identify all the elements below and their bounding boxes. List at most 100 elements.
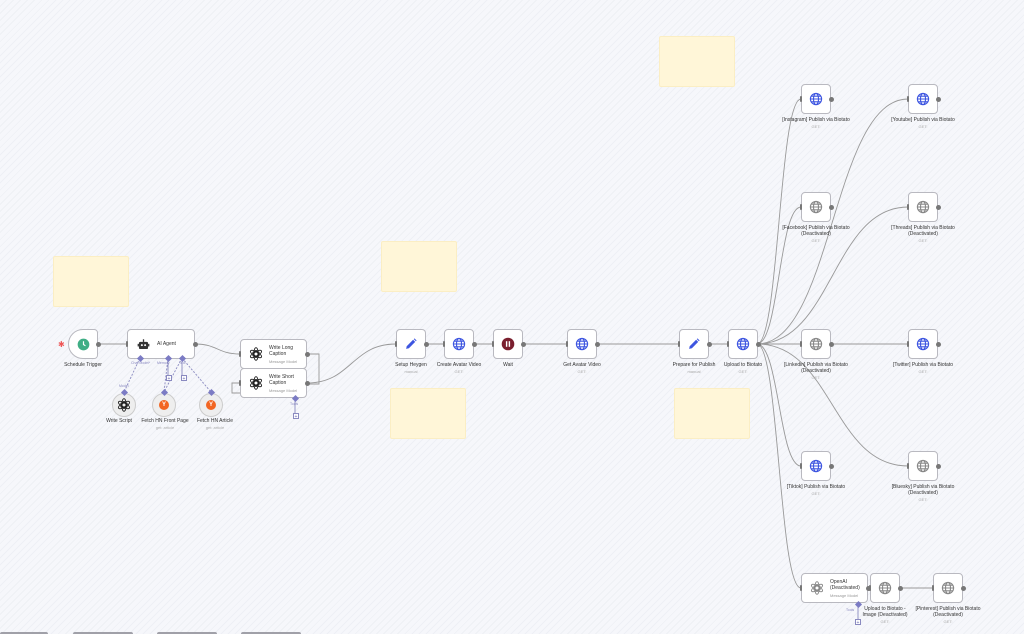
bottom-tab[interactable] <box>0 632 48 634</box>
node-create[interactable] <box>444 329 474 359</box>
connection <box>756 98 802 345</box>
output-handle[interactable] <box>706 341 712 347</box>
connection <box>163 357 183 393</box>
node-title: Wait <box>503 362 513 368</box>
add-node-button[interactable]: + <box>181 375 187 382</box>
node-title: Get Avatar Video <box>563 362 601 368</box>
input-handle[interactable] <box>443 341 445 347</box>
node-title: Prepare for Publish <box>672 362 716 368</box>
output-handle[interactable] <box>935 463 941 469</box>
input-handle[interactable] <box>869 585 871 591</box>
output-handle[interactable] <box>960 585 966 591</box>
node-youtube[interactable] <box>908 84 938 114</box>
input-handle[interactable] <box>907 96 909 102</box>
connection <box>123 357 141 393</box>
node-title: [Instagram] Publish via Biotato <box>782 117 850 123</box>
node-bluesky[interactable] <box>908 451 938 481</box>
input-handle[interactable] <box>907 463 909 469</box>
node-heygen[interactable] <box>396 329 426 359</box>
node-uploadimg[interactable] <box>870 573 900 603</box>
node-twitter[interactable] <box>908 329 938 359</box>
port-label: Tool <box>179 361 186 365</box>
node-openai[interactable]: OpenAI (Deactivated)Message Model <box>801 573 868 603</box>
output-handle[interactable] <box>520 341 526 347</box>
node-threads[interactable] <box>908 192 938 222</box>
node-prepare[interactable] <box>679 329 709 359</box>
output-handle[interactable] <box>828 341 834 347</box>
node-label: [Pinterest] Publish via Biotato (Deactiv… <box>913 606 983 625</box>
input-handle[interactable] <box>492 341 494 347</box>
output-handle[interactable] <box>935 204 941 210</box>
input-handle[interactable] <box>239 380 241 386</box>
output-handle[interactable] <box>897 585 903 591</box>
output-handle[interactable] <box>755 341 761 347</box>
output-handle[interactable] <box>471 341 477 347</box>
add-node-button[interactable]: + <box>855 619 861 626</box>
input-handle[interactable] <box>907 204 909 210</box>
sticky-note[interactable] <box>390 388 466 439</box>
node-instagram[interactable] <box>801 84 831 114</box>
node-get[interactable] <box>567 329 597 359</box>
input-handle[interactable] <box>126 341 128 347</box>
node-linkedin[interactable] <box>801 329 831 359</box>
globe-icon <box>878 581 893 596</box>
node-hnfront[interactable]: Y <box>152 393 176 417</box>
node-upload[interactable] <box>728 329 758 359</box>
node-hnarticle[interactable]: Y <box>199 393 223 417</box>
node-subtitle: GET: <box>738 369 748 374</box>
output-handle[interactable] <box>423 341 429 347</box>
node-facebook[interactable] <box>801 192 831 222</box>
output-handle[interactable] <box>594 341 600 347</box>
input-handle[interactable] <box>800 341 802 347</box>
input-handle[interactable] <box>566 341 568 347</box>
bottom-tab[interactable] <box>241 632 301 634</box>
output-handle[interactable] <box>828 463 834 469</box>
node-subtitle: Message Model <box>830 592 859 598</box>
pause-icon <box>501 337 516 352</box>
input-handle[interactable] <box>727 341 729 347</box>
openai-icon <box>810 581 824 596</box>
input-handle[interactable] <box>800 463 802 469</box>
input-handle[interactable] <box>800 204 802 210</box>
output-handle[interactable] <box>865 585 871 591</box>
sticky-note[interactable] <box>674 388 750 439</box>
input-handle[interactable] <box>800 96 802 102</box>
output-handle[interactable] <box>828 204 834 210</box>
output-handle[interactable] <box>828 96 834 102</box>
bottom-tab[interactable] <box>73 632 133 634</box>
node-label: [Threads] Publish via Biotato (Deactivat… <box>888 225 958 244</box>
input-handle[interactable] <box>800 585 802 591</box>
bottom-tab[interactable] <box>157 632 217 634</box>
input-handle[interactable] <box>678 341 680 347</box>
input-handle[interactable] <box>395 341 397 347</box>
output-handle[interactable] <box>192 341 198 347</box>
node-script[interactable] <box>112 393 136 417</box>
node-subtitle: GET: <box>811 491 821 496</box>
input-handle[interactable] <box>239 351 241 357</box>
output-handle[interactable] <box>935 96 941 102</box>
connection <box>756 343 909 467</box>
node-pinterest[interactable] <box>933 573 963 603</box>
output-handle[interactable] <box>935 341 941 347</box>
output-handle[interactable] <box>304 380 310 386</box>
sticky-note[interactable] <box>659 36 735 87</box>
output-handle[interactable] <box>304 351 310 357</box>
node-agent[interactable]: AI Agent <box>127 329 195 359</box>
sticky-note[interactable] <box>381 241 457 292</box>
node-schedule[interactable] <box>68 329 98 359</box>
node-tiktok[interactable] <box>801 451 831 481</box>
node-title: [Youtube] Publish via Biotato <box>891 117 955 123</box>
add-node-button[interactable]: + <box>166 375 172 382</box>
port-label: Model <box>119 384 129 388</box>
node-wait[interactable] <box>493 329 523 359</box>
sticky-note[interactable] <box>53 256 129 307</box>
input-handle[interactable] <box>907 341 909 347</box>
output-handle[interactable] <box>95 341 101 347</box>
node-subtitle: GET: <box>811 238 821 243</box>
input-handle[interactable] <box>932 585 934 591</box>
add-node-button[interactable]: + <box>293 413 299 420</box>
